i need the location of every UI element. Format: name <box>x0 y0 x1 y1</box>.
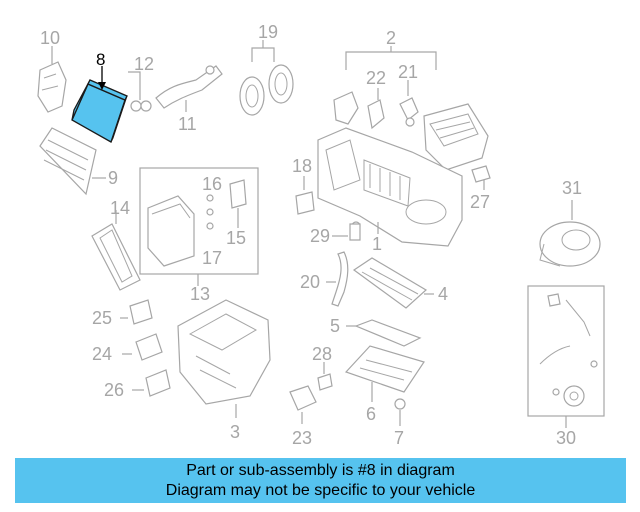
part-31 <box>539 200 601 267</box>
part-10 <box>37 46 67 113</box>
part-30-kit-box <box>527 285 605 428</box>
callout-20: 20 <box>300 272 320 292</box>
callout-12: 12 <box>134 54 154 74</box>
callout-1: 1 <box>372 234 382 254</box>
part-13-kit-box <box>139 167 259 286</box>
callout-6: 6 <box>366 404 376 424</box>
callout-27: 27 <box>470 192 490 212</box>
part-25 <box>120 299 153 325</box>
callout-8: 8 <box>96 50 105 69</box>
callout-15: 15 <box>226 228 246 248</box>
banner-line-1: Part or sub-assembly is #8 in diagram <box>186 462 455 479</box>
callout-14: 14 <box>110 198 130 218</box>
callout-9: 9 <box>108 168 118 188</box>
callout-10: 10 <box>40 28 60 48</box>
callout-25: 25 <box>92 308 112 328</box>
part-20 <box>326 251 349 307</box>
callout-31: 31 <box>562 178 582 198</box>
callout-24: 24 <box>92 344 112 364</box>
part-9 <box>39 127 106 196</box>
part-16 <box>206 194 214 230</box>
part-27 <box>471 165 491 190</box>
part-29 <box>332 223 361 241</box>
callout-28: 28 <box>312 344 332 364</box>
part-12 <box>128 71 152 112</box>
callout-17: 17 <box>202 248 222 268</box>
part-2-bracket <box>345 46 437 70</box>
banner-line-2: Diagram may not be specific to your vehi… <box>165 482 476 499</box>
callout-3: 3 <box>230 422 240 442</box>
callout-13: 13 <box>190 284 210 304</box>
part-22 <box>333 88 385 130</box>
callout-29: 29 <box>310 226 330 246</box>
part-6 <box>344 345 425 402</box>
part-21 <box>399 80 419 127</box>
part-info-banner: Part or sub-assembly is #8 in diagram Di… <box>15 458 626 503</box>
callout-18: 18 <box>292 156 312 176</box>
part-1-housing <box>317 127 463 247</box>
callout-30: 30 <box>556 428 576 448</box>
part-15 <box>229 179 247 228</box>
part-28 <box>317 362 333 391</box>
callout-21: 21 <box>398 62 418 82</box>
part-24 <box>122 333 163 361</box>
part-18 <box>295 176 315 215</box>
part-3 <box>177 299 271 418</box>
part-8-evaporator[interactable] <box>71 66 128 143</box>
callout-11: 11 <box>178 114 197 134</box>
part-5 <box>346 319 422 347</box>
part-7 <box>394 398 406 426</box>
parts-diagram: 8 10 9 12 11 19 2 2 <box>37 22 605 448</box>
part-14 <box>91 210 141 291</box>
part-19 <box>239 40 294 116</box>
part-26 <box>132 369 171 397</box>
callout-2: 2 <box>386 28 396 48</box>
part-2-housing <box>423 103 489 171</box>
callout-26: 26 <box>104 380 124 400</box>
callout-16: 16 <box>202 174 222 194</box>
callout-19: 19 <box>258 22 278 42</box>
callout-5: 5 <box>330 316 340 336</box>
part-11 <box>155 65 223 112</box>
callout-7: 7 <box>394 428 404 448</box>
part-23 <box>289 385 317 424</box>
callout-22: 22 <box>366 68 386 88</box>
part-4 <box>352 257 434 309</box>
callout-23: 23 <box>292 428 312 448</box>
callout-4: 4 <box>438 284 448 304</box>
